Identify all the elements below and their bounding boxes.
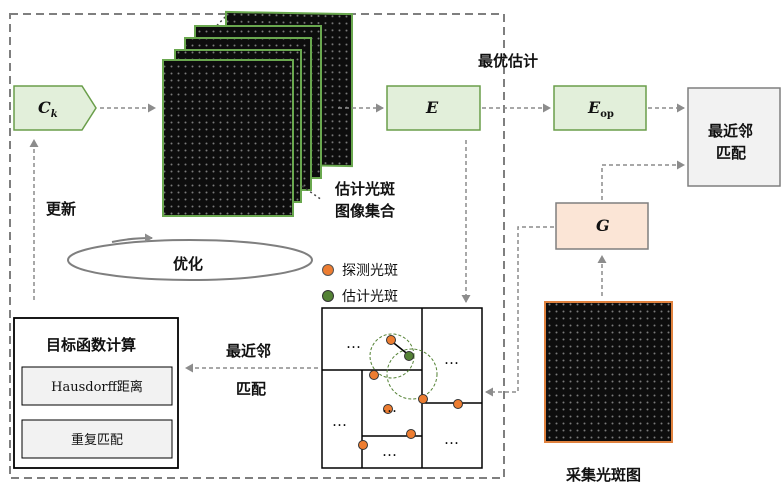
estimated-spot-legend-label: 估计光斑 (342, 289, 398, 305)
e-node (386, 85, 481, 131)
estimated-image-stack (162, 10, 353, 217)
match-label-1: 最近邻 (226, 342, 272, 360)
estimated-spot-legend-icon (322, 290, 334, 302)
repeat-match-box (21, 419, 173, 459)
estimated-spot (404, 351, 414, 361)
estimated-images-label-1: 估计光斑 (335, 180, 396, 198)
detected-spot (406, 429, 416, 439)
nn-match-node (687, 87, 781, 187)
ck-label: Ck (38, 98, 58, 121)
connectors (29, 103, 685, 397)
estimated-images-label-2: 图像集合 (335, 202, 396, 220)
optimize-arrow (111, 233, 153, 243)
captured-image-label: 采集光斑图 (566, 466, 642, 484)
detected-spot-legend-label: 探测光斑 (342, 263, 398, 279)
match-label-2: 匹配 (236, 380, 267, 398)
g-label: G (596, 216, 610, 235)
cell-ellipsis: … (444, 350, 459, 368)
hausdorff-box (21, 366, 173, 406)
nn-label-line2: 匹配 (716, 144, 747, 162)
captured-image (544, 301, 673, 443)
cell-ellipsis: … (382, 442, 397, 460)
e-label: E (426, 98, 439, 117)
cell-ellipsis: … (444, 430, 459, 448)
detected-spot (418, 394, 428, 404)
g-node (555, 202, 649, 250)
best-estimate-label: 最优估计 (478, 52, 539, 70)
hausdorff-label: Hausdorff距离 (51, 380, 143, 395)
cell-ellipsis: … (332, 412, 347, 430)
ck-node (13, 85, 97, 131)
cell-ellipsis: … (346, 334, 361, 352)
detected-spot (386, 335, 396, 345)
detected-spot (369, 370, 379, 380)
optimize-label: 优化 (173, 255, 204, 273)
matching-panel (321, 307, 483, 469)
cell-ellipsis: … (382, 398, 397, 416)
nn-label-line1: 最近邻 (708, 122, 754, 140)
detected-spot (358, 440, 368, 450)
detected-spot (383, 404, 393, 414)
detected-spot (453, 399, 463, 409)
update-label: 更新 (46, 200, 77, 218)
detected-spot-legend-icon (322, 264, 334, 276)
optimize-ellipse (67, 239, 313, 281)
objective-title: 目标函数计算 (46, 336, 137, 354)
repeat-match-label: 重复匹配 (70, 433, 123, 448)
eop-node (553, 85, 647, 131)
eop-label: Eop (588, 98, 614, 121)
